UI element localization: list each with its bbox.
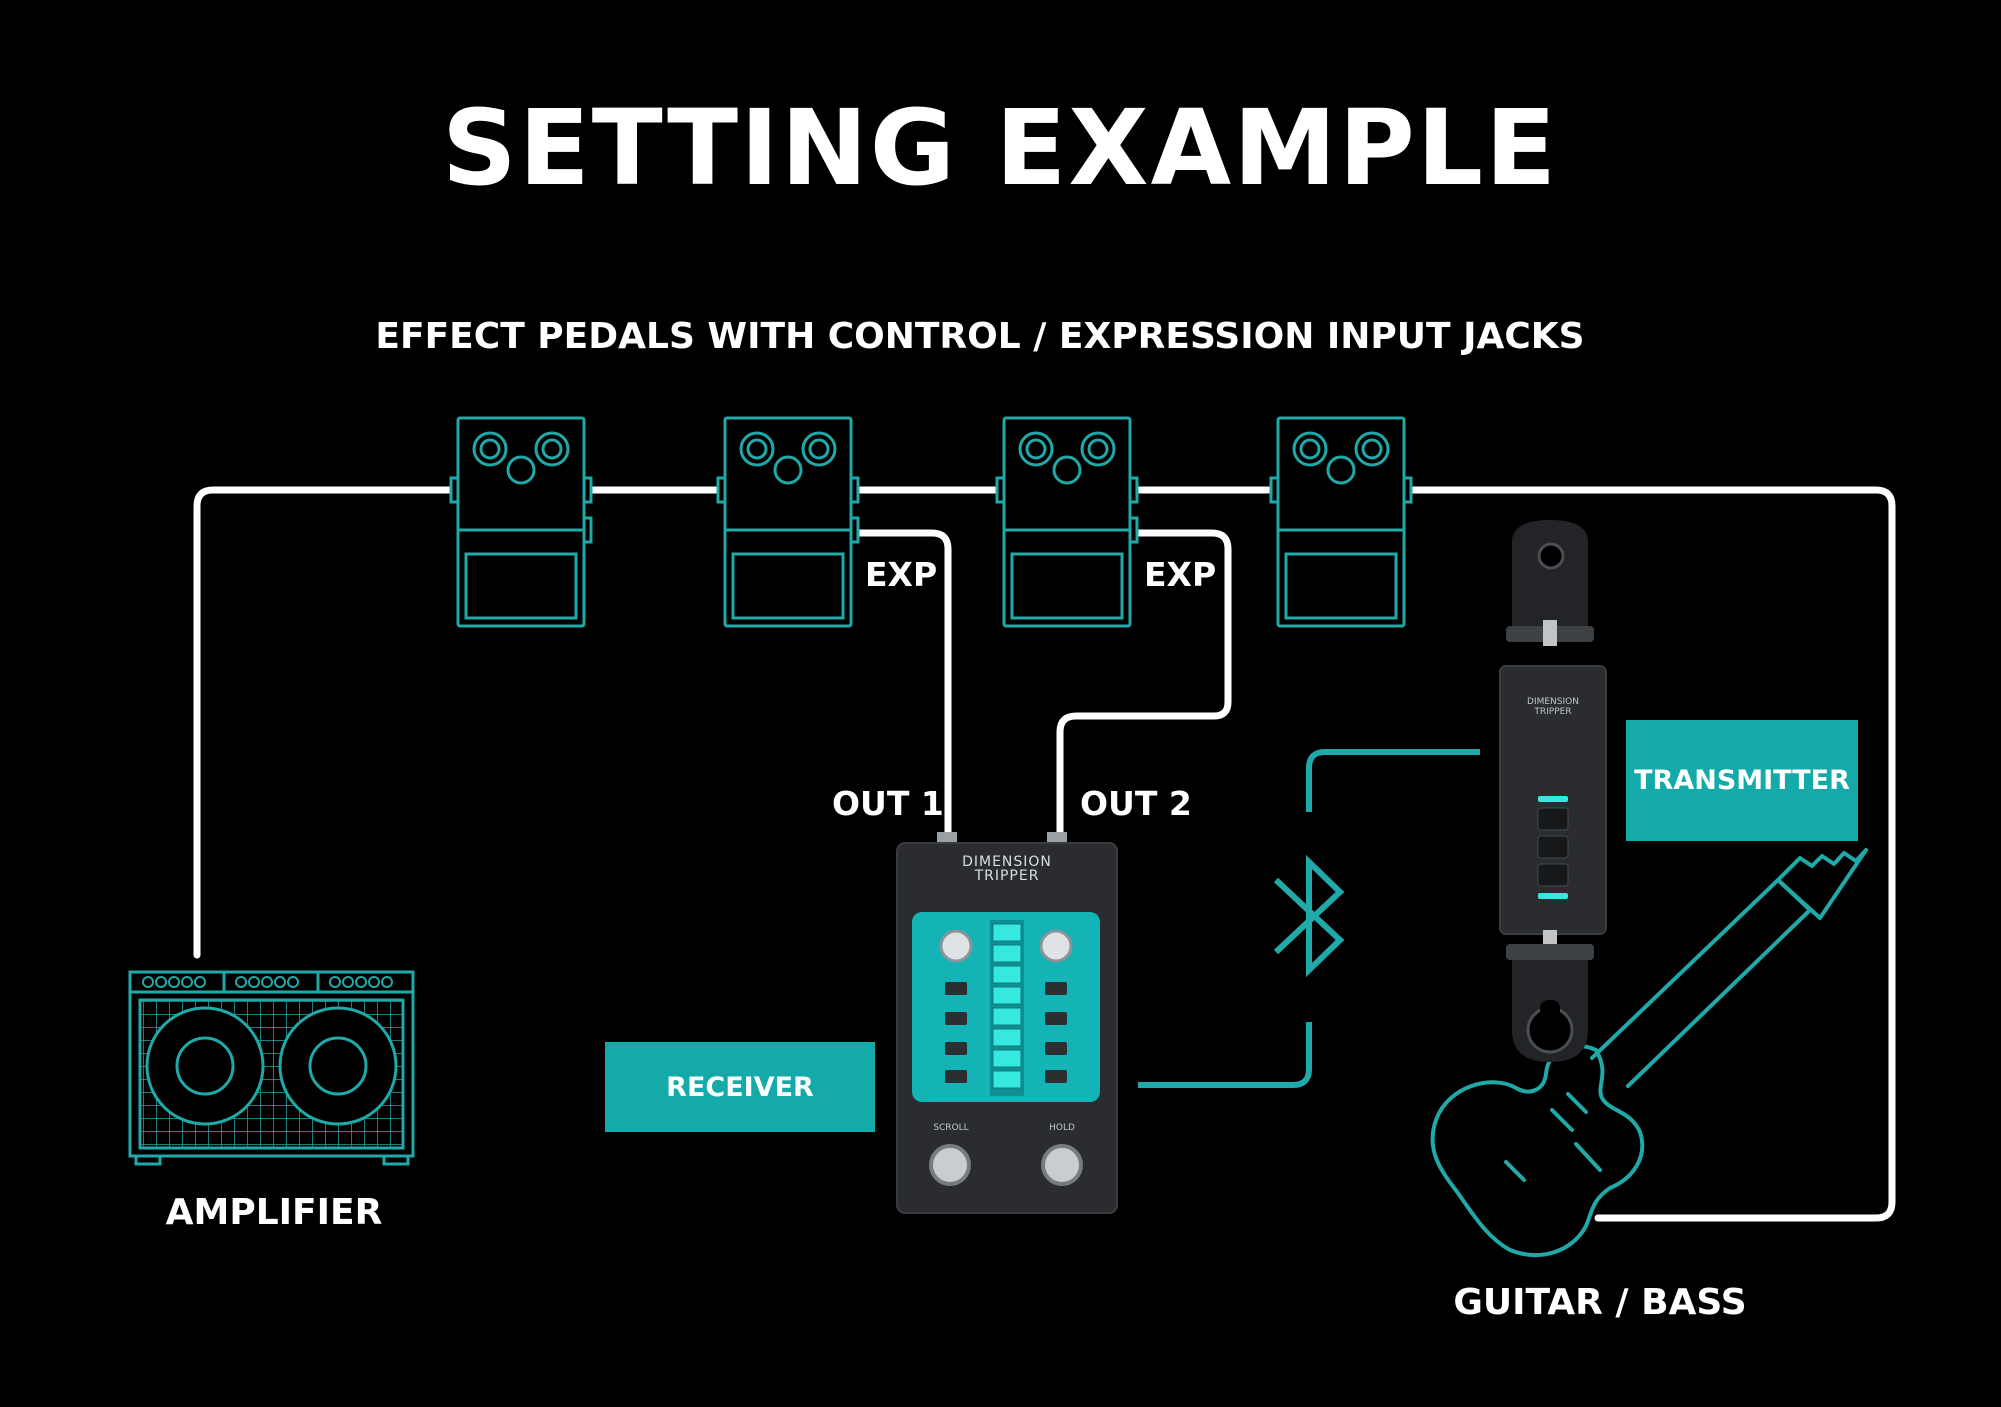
amplifier-icon	[128, 970, 415, 1166]
transmitter-brand-1: DIMENSION	[1527, 697, 1579, 707]
transmitter-label-box	[1626, 720, 1858, 841]
effect-pedal-3	[995, 416, 1139, 628]
scroll-footswitch	[929, 1144, 971, 1186]
out1-label: OUT 1	[832, 784, 944, 823]
effect-pedal-1	[449, 416, 593, 628]
pedals-caption: EFFECT PEDALS WITH CONTROL / EXPRESSION …	[375, 316, 1584, 357]
transmitter-label: TRANSMITTER	[1634, 765, 1850, 796]
wireless-link	[1138, 749, 1480, 1088]
receiver-device: DIMENSION TRIPPER SCROLL HOLD	[896, 832, 1118, 1214]
scroll-label: SCROLL	[933, 1123, 968, 1133]
receiver-knob-left	[939, 929, 973, 963]
receiver-label: RECEIVER	[666, 1072, 814, 1103]
hold-footswitch	[1041, 1144, 1083, 1186]
guitar-icon	[1430, 848, 1868, 1258]
page-title: SETTING EXAMPLE	[442, 87, 1558, 209]
amplifier-label: AMPLIFIER	[166, 1192, 383, 1233]
hold-label: HOLD	[1049, 1123, 1075, 1133]
exp-cable-2	[1056, 529, 1232, 838]
bluetooth-icon	[1273, 854, 1345, 978]
receiver-brand-2: TRIPPER	[974, 868, 1040, 884]
receiver-brand-1: DIMENSION	[962, 854, 1052, 870]
guitar-label: GUITAR / BASS	[1453, 1282, 1746, 1323]
effect-pedal-4	[1269, 416, 1413, 628]
transmitter-brand-2: TRIPPER	[1533, 707, 1571, 717]
receiver-knob-right	[1039, 929, 1073, 963]
signal-cable	[193, 486, 1896, 1222]
exp-cable-1	[856, 529, 952, 838]
exp-label-1: EXP	[865, 555, 937, 594]
receiver-label-box	[605, 1042, 875, 1132]
out2-label: OUT 2	[1080, 784, 1192, 823]
exp-label-2: EXP	[1144, 555, 1216, 594]
effect-pedal-2	[716, 416, 860, 628]
transmitter-device: DIMENSION TRIPPER	[1499, 520, 1607, 1062]
